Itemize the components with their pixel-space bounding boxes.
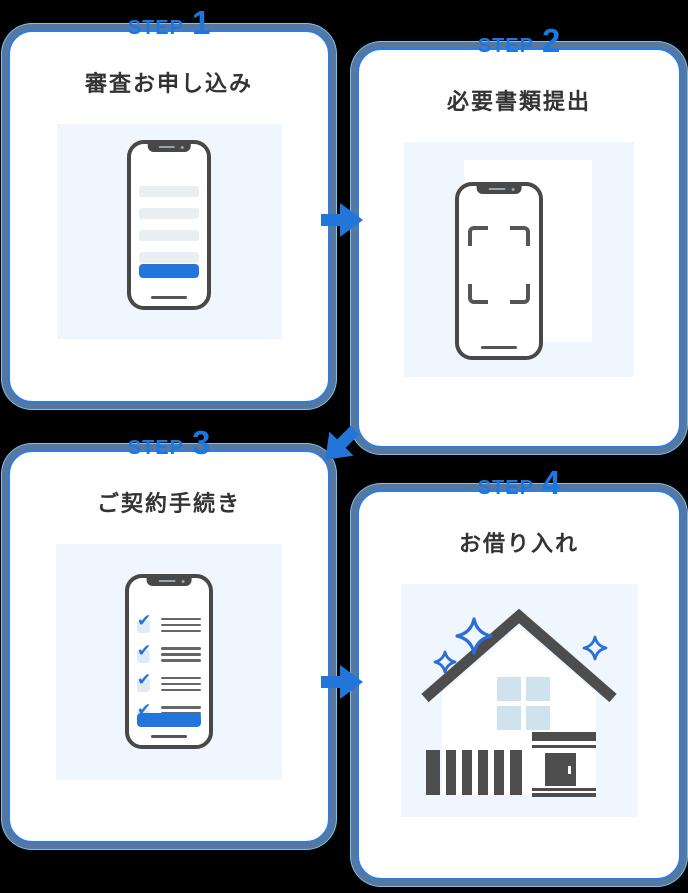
step-number: 2: [541, 22, 561, 59]
house-sparkles-icon: [420, 608, 617, 797]
step-label: STEP: [127, 437, 184, 459]
step-tag-2: STEP 2: [359, 24, 679, 57]
arrow-down-left-icon: [325, 425, 360, 460]
step-number: 3: [191, 424, 211, 461]
step-label: STEP: [477, 35, 534, 57]
step-label: STEP: [127, 17, 184, 39]
step-number: 4: [541, 464, 561, 501]
step-card-2: STEP 2 必要書類提出: [357, 24, 681, 448]
illustration-panel: [400, 584, 638, 817]
step-card-1: STEP 1 審査お申し込み: [8, 6, 330, 403]
step-card-3: STEP 3 ご契約手続き ✔ ✔: [8, 426, 330, 843]
arrow-right-icon: [321, 203, 363, 237]
illustration-panel: ✔ ✔ ✔ ✔: [56, 544, 282, 780]
phone-notch: [146, 577, 192, 586]
step-number: 1: [191, 4, 211, 41]
illustration-panel: [404, 142, 634, 377]
step-card-4: STEP 4 お借り入れ: [357, 466, 681, 880]
step-title: お借り入れ: [458, 531, 579, 556]
home-indicator: [481, 346, 517, 349]
step-title: 必要書類提出: [446, 89, 591, 114]
check-icon: ✔: [137, 671, 155, 693]
checklist-item: ✔: [137, 671, 201, 695]
step-tag-4: STEP 4: [359, 466, 679, 499]
step-title: ご契約手続き: [96, 491, 241, 516]
step-title: 審査お申し込み: [84, 71, 253, 96]
checklist-item: ✔: [137, 612, 201, 636]
phone-application-form-icon: [127, 140, 211, 310]
phone-document-scan-icon: [455, 182, 543, 360]
form-fields: [139, 186, 199, 274]
submit-button-shape: [139, 264, 199, 278]
home-indicator: [151, 296, 187, 299]
sparkle-icon: [433, 650, 456, 674]
check-icon: ✔: [137, 642, 155, 664]
step-tag-1: STEP 1: [10, 6, 328, 39]
illustration-panel: [56, 124, 282, 339]
phone-checklist-icon: ✔ ✔ ✔ ✔: [125, 574, 213, 749]
checklist-item: ✔: [137, 642, 201, 666]
step-label: STEP: [477, 477, 534, 499]
home-indicator: [151, 735, 187, 738]
phone-notch: [476, 185, 522, 194]
check-icon: ✔: [137, 612, 155, 634]
sparkle-icon: [454, 617, 493, 655]
scan-frame-icon: [468, 226, 530, 304]
sparkle-icon: [582, 635, 607, 661]
arrow-right-icon: [321, 665, 363, 699]
step-tag-3: STEP 3: [10, 426, 328, 459]
submit-button-shape: [137, 713, 201, 727]
phone-notch: [147, 143, 191, 152]
